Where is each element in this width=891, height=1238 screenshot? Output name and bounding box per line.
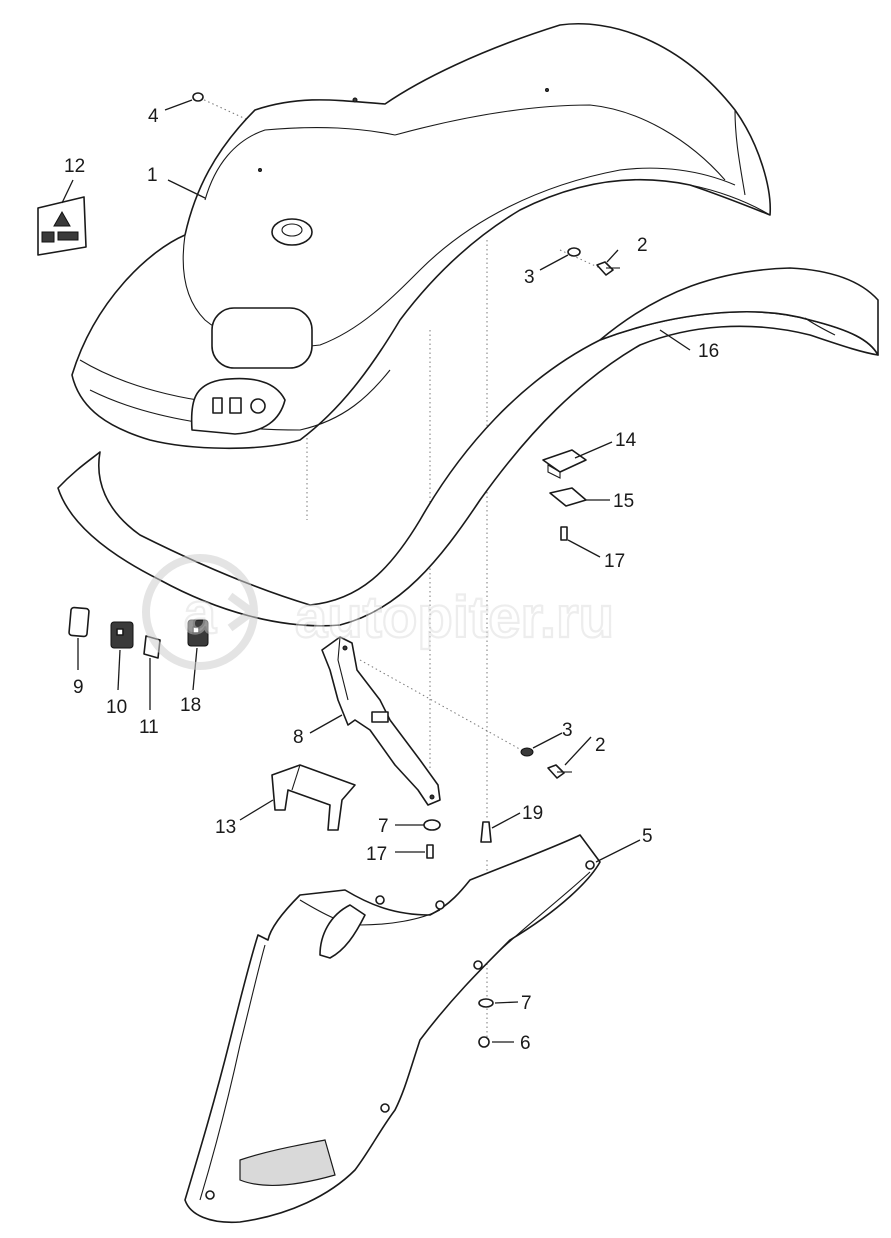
callout-5: 5 bbox=[642, 826, 653, 847]
callout-15: 15 bbox=[613, 491, 634, 512]
callout-3: 3 bbox=[562, 720, 573, 741]
callout-1: 1 bbox=[147, 165, 158, 186]
autopiter-watermark: a autopiter.ru bbox=[142, 554, 615, 670]
callout-12: 12 bbox=[64, 156, 85, 177]
callout-7: 7 bbox=[521, 993, 532, 1014]
callout-14: 14 bbox=[615, 430, 637, 451]
callout-16: 16 bbox=[698, 341, 719, 362]
washer-part-4 bbox=[192, 92, 204, 102]
bent-plate-part-13 bbox=[271, 764, 356, 831]
watermark-text: autopiter.ru bbox=[295, 585, 614, 650]
callout-2: 2 bbox=[595, 735, 606, 756]
callout-4: 4 bbox=[148, 106, 159, 127]
callout-8: 8 bbox=[293, 727, 304, 748]
callout-3: 3 bbox=[524, 267, 535, 288]
callout-10: 10 bbox=[106, 697, 127, 718]
bracket-part-8 bbox=[321, 636, 441, 806]
callout-7: 7 bbox=[378, 816, 389, 837]
callout-19: 19 bbox=[522, 803, 543, 824]
callout-18: 18 bbox=[180, 695, 201, 716]
callout-11: 11 bbox=[139, 717, 159, 738]
watermark-logo-letter: a bbox=[184, 581, 217, 646]
callout-17: 17 bbox=[604, 551, 625, 572]
callout-labels: 1 2 3 4 5 6 7 7 8 9 10 11 12 13 14 15 16… bbox=[64, 106, 719, 1054]
callout-6: 6 bbox=[520, 1033, 531, 1054]
callout-9: 9 bbox=[73, 677, 84, 698]
fender-liner-part-5 bbox=[184, 834, 601, 1224]
callout-17: 17 bbox=[366, 844, 387, 865]
leader-lines bbox=[61, 99, 691, 1043]
callout-2: 2 bbox=[637, 235, 648, 256]
hardware bbox=[37, 92, 620, 1048]
callout-13: 13 bbox=[215, 817, 236, 838]
fender-shell-part-1 bbox=[71, 22, 771, 450]
